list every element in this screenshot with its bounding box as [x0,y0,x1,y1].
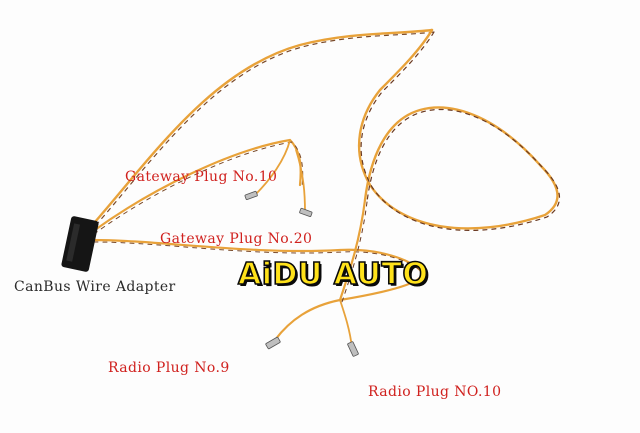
wire-radio-branch [90,238,423,342]
canbus-connector [61,216,99,272]
gateway-plug-20-label: Gateway Plug No.20 [160,231,313,247]
pin-radio-10 [347,341,359,357]
pin-gateway-20 [299,207,313,217]
pin-radio-9 [265,336,281,350]
wire-gateway-branch [90,138,302,234]
gateway-plug-10-label: Gateway Plug No.10 [125,169,278,185]
brand-logo: AiDU AUTO [237,256,429,293]
pin-gateway-10 [244,190,258,200]
radio-plug-9-label: Radio Plug No.9 [108,360,230,376]
wire-main-upper [86,28,434,232]
canbus-adapter-label: CanBus Wire Adapter [14,279,176,295]
wire-loop-right [357,28,559,230]
radio-plug-10-label: Radio Plug NO.10 [368,384,502,400]
